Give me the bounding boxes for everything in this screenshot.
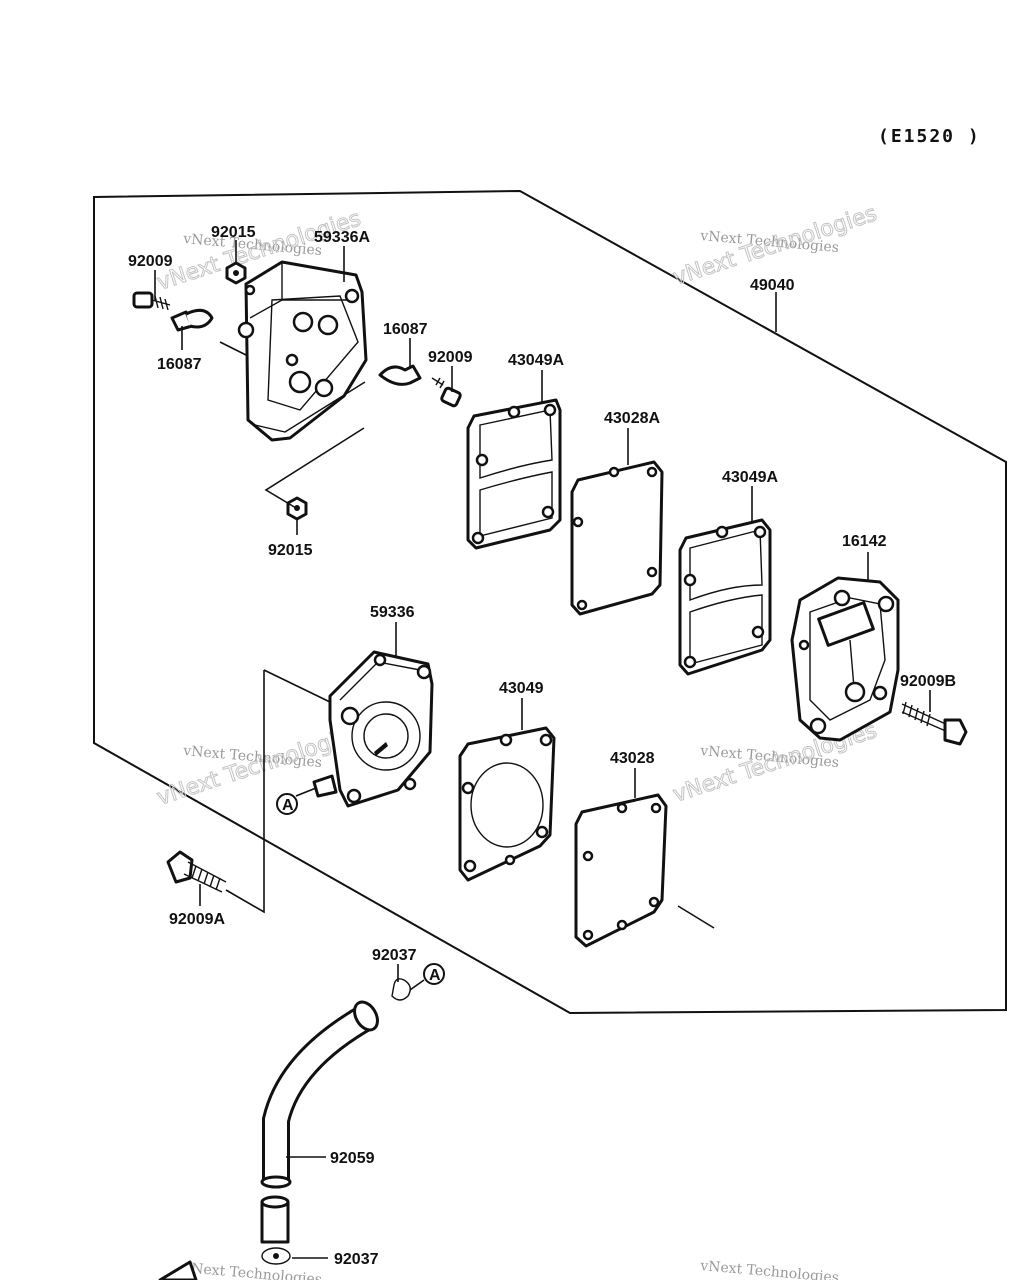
nut-92015-top (225, 261, 247, 285)
pump-body-upper-part (237, 260, 368, 442)
watermark-small: vNext Technologies (699, 1258, 840, 1280)
bolt-92009B (901, 701, 968, 746)
hose-segment (260, 1195, 290, 1244)
callout-labels: 92015 59336A 92009 16087 16087 92009 920… (128, 224, 956, 1268)
callout-92059: 92059 (330, 1150, 375, 1167)
reference-a-left: A (276, 793, 298, 815)
bolt-92009A (166, 850, 227, 893)
screw-92009-right (431, 377, 462, 408)
callout-92009-right: 92009 (428, 349, 473, 366)
callout-92009B: 92009B (900, 673, 956, 690)
bottom-corner-fragment (158, 1260, 198, 1280)
callout-43049A-1: 43049A (508, 352, 564, 369)
callout-92037-top: 92037 (372, 947, 417, 964)
callout-59336: 59336 (370, 604, 415, 621)
callout-92009A: 92009A (169, 911, 225, 928)
callout-43028: 43028 (610, 750, 655, 767)
callout-92015-bottom: 92015 (268, 542, 313, 559)
watermark-small: vNext Technologies (182, 1260, 323, 1280)
callout-16087-right: 16087 (383, 321, 428, 338)
callout-16087-left: 16087 (157, 356, 202, 373)
callout-92037-bottom: 92037 (334, 1251, 379, 1268)
callout-16142: 16142 (842, 533, 887, 550)
leader-lines (154, 240, 931, 1259)
plate-43028 (574, 793, 668, 948)
callout-92009-left: 92009 (128, 253, 173, 270)
gasket-43049A-1 (466, 398, 562, 550)
hose-92059 (260, 1000, 379, 1189)
callout-59336A: 59336A (314, 229, 370, 246)
reference-a-right: A (423, 963, 445, 985)
gasket-43049A-2 (678, 518, 772, 676)
gasket-43049 (458, 726, 556, 882)
screw-92009-left (132, 291, 171, 311)
callout-49040: 49040 (750, 277, 795, 294)
fitting-16087-right (378, 364, 422, 386)
clip-92037-top (391, 978, 411, 1001)
plate-43028A (570, 460, 664, 616)
callout-43028A: 43028A (604, 410, 660, 427)
pump-body-lower-part (312, 650, 434, 808)
assembly-boundary (93, 189, 1007, 1015)
nut-92015-bottom (286, 496, 308, 521)
diagram-code: (E1520 ) (878, 126, 981, 147)
callout-43049: 43049 (499, 680, 544, 697)
clip-92037-bottom (261, 1247, 291, 1265)
callout-43049A-2: 43049A (722, 469, 778, 486)
reference-a-right-text: A (429, 967, 441, 984)
callout-92015-top: 92015 (211, 224, 256, 241)
cover-16142 (790, 576, 900, 742)
fitting-16087-left (170, 308, 214, 332)
reference-a-left-text: A (282, 797, 294, 814)
